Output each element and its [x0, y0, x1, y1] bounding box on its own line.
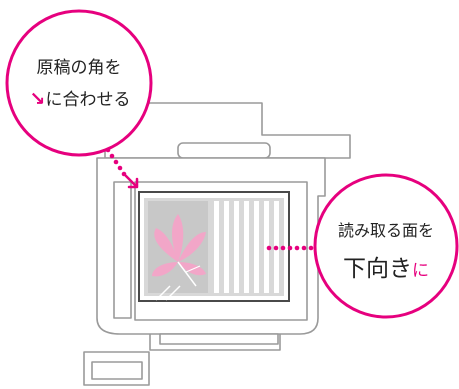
- callout-align-corner-circle: [5, 9, 153, 157]
- lid-handle: [177, 142, 271, 159]
- callout-align-corner: 原稿の角を ↘に合わせる: [5, 9, 153, 157]
- platen-glass: [138, 191, 290, 302]
- printer-base: [149, 334, 281, 351]
- face-down-emphasis: 下向き: [343, 256, 412, 282]
- face-down-suffix: に: [412, 261, 429, 281]
- glass-reflection: [155, 285, 181, 301]
- arrow-down-right-icon: [124, 174, 139, 189]
- control-panel-display: [91, 361, 143, 380]
- face-down-dotted-line: [266, 245, 314, 251]
- flower-icon: [152, 214, 206, 287]
- front-tray: [159, 333, 279, 345]
- callout-face-down-line1: 読み取る面を: [338, 221, 434, 240]
- callout-align-corner-line1: 原稿の角を: [37, 58, 122, 78]
- corner-arrow-glyph: ↘: [30, 88, 46, 110]
- left-guide-slot: [113, 181, 132, 319]
- corner-leader: [105, 147, 139, 189]
- callout-align-corner-line2-text: に合わせる: [45, 90, 130, 110]
- callout-face-down-line2: 下向きに: [343, 256, 429, 282]
- callout-face-down: 読み取る面を 下向きに: [313, 173, 459, 319]
- callout-face-down-circle: [313, 173, 459, 319]
- callout-align-corner-line2: ↘に合わせる: [30, 88, 131, 110]
